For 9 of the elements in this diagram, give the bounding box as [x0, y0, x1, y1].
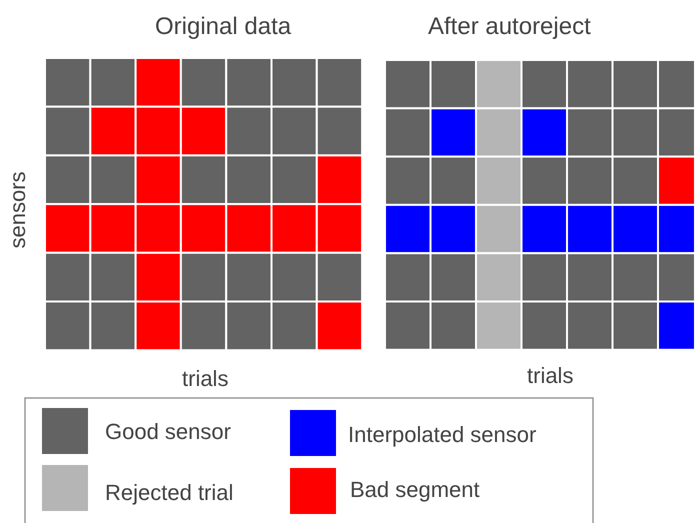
- axis-label: trials: [182, 368, 228, 390]
- axis-label: trials: [527, 365, 574, 387]
- legend-label: Bad segment: [350, 479, 480, 501]
- legend-label: Interpolated sensor: [348, 424, 536, 446]
- legend-label: Good sensor: [105, 421, 231, 443]
- panel-title: After autoreject: [428, 15, 591, 39]
- legend-label: Rejected trial: [105, 482, 234, 504]
- axis-label: sensors: [7, 171, 29, 249]
- panel-title: Original data: [155, 15, 292, 39]
